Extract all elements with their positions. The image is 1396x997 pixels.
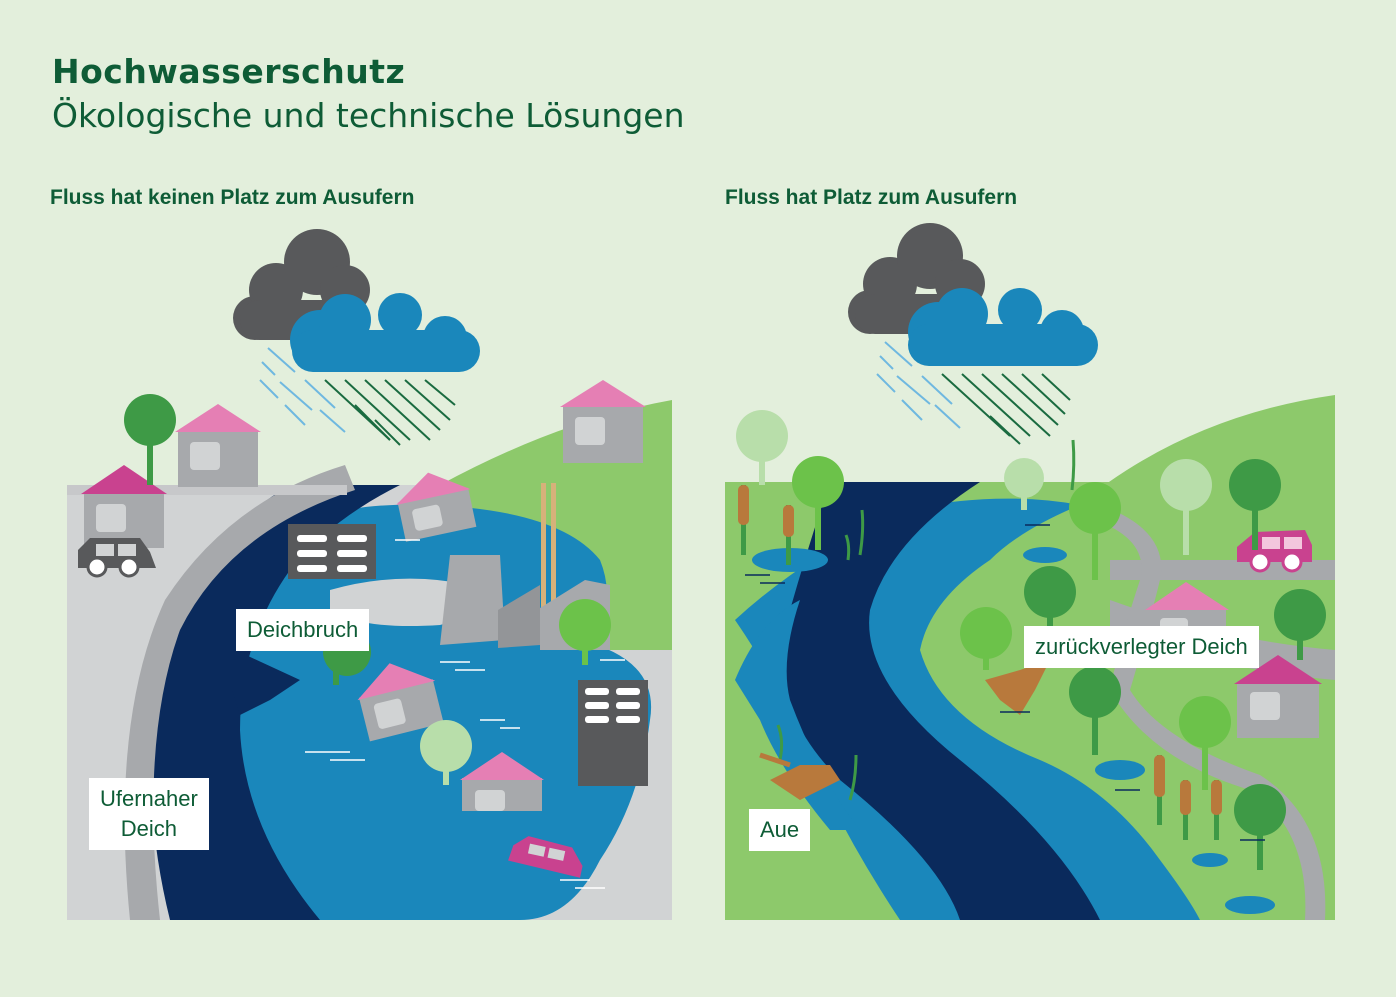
rain (259, 347, 456, 446)
house (81, 465, 167, 548)
river-channel (149, 485, 400, 920)
water-ripples (305, 539, 625, 889)
house (396, 472, 477, 542)
dike-breach-label: Deichbruch (236, 609, 370, 651)
house (175, 404, 261, 487)
house (357, 663, 444, 742)
rain-cloud-blue (290, 293, 480, 372)
relocated-dike-label: zurückverlegter Deich (1024, 626, 1259, 668)
tree (1229, 459, 1281, 550)
water-ripples (745, 524, 1265, 841)
page-title: Hochwasserschutz (52, 52, 406, 91)
tree (736, 410, 788, 485)
left-panel-heading: Fluss hat keinen Platz zum Ausufern (50, 186, 415, 209)
tree (1069, 482, 1121, 580)
tree (1004, 458, 1044, 510)
tree (1274, 589, 1326, 660)
tree (1024, 566, 1076, 640)
rain-cloud-blue (908, 288, 1098, 366)
tree (1179, 696, 1231, 790)
tree (124, 394, 176, 485)
left-flood-illustration (67, 229, 672, 920)
river-channel (781, 482, 1100, 920)
dead-wood (759, 660, 1050, 800)
tree (1160, 459, 1212, 555)
house (560, 380, 646, 463)
house (1234, 655, 1322, 738)
house (460, 752, 544, 811)
floodplain-label: Aue (749, 809, 811, 851)
reeds (738, 439, 1222, 840)
tree (960, 607, 1012, 670)
tree (792, 456, 844, 550)
tree (559, 599, 611, 665)
rain (876, 341, 1071, 445)
right-panel-heading: Fluss hat Platz zum Ausufern (725, 186, 1018, 209)
building (578, 680, 648, 786)
page-subtitle: Ökologische und technische Lösungen (52, 96, 685, 135)
tree (1069, 666, 1121, 755)
car (78, 538, 156, 578)
car (508, 836, 583, 878)
tree (420, 720, 472, 785)
riverside-dike-label: Ufernaher Deich (89, 778, 209, 850)
building (288, 524, 376, 579)
river-dike (124, 465, 356, 920)
tree (1234, 784, 1286, 870)
